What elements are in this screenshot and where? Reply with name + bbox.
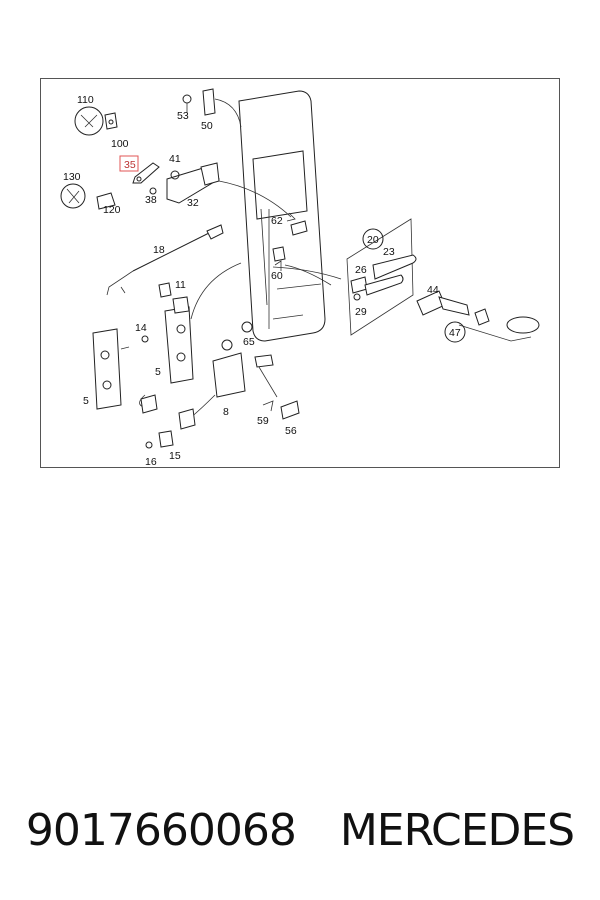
part-59-56-group [258, 366, 300, 420]
label-32: 32 [187, 197, 199, 209]
part-35-highlight [119, 155, 160, 184]
label-8: 8 [223, 406, 229, 418]
label-130: 130 [63, 171, 81, 183]
label-60: 60 [271, 270, 283, 282]
brand-text: MERCEDES [339, 804, 575, 856]
part-110-group [74, 106, 118, 136]
lock-cylinder-44-47 [416, 290, 540, 342]
label-47: 47 [449, 327, 461, 339]
label-41: 41 [169, 153, 181, 165]
label-18: 18 [153, 244, 165, 256]
label-16: 16 [145, 456, 157, 468]
actuator-8 [139, 339, 246, 430]
label-110: 110 [77, 94, 94, 106]
outer-handle-group-20 [272, 218, 417, 336]
label-14: 14 [135, 322, 147, 334]
label-44: 44 [427, 284, 439, 296]
door-panel [238, 90, 326, 368]
part-130-group [60, 183, 116, 210]
label-35: 35 [124, 159, 136, 171]
inner-handle-32 [149, 162, 296, 222]
label-15: 15 [169, 450, 181, 462]
label-62: 62 [271, 215, 283, 227]
label-59: 59 [257, 415, 269, 427]
label-11: 11 [175, 279, 186, 291]
parts-diagram-frame: 110 100 35 41 38 32 130 120 53 50 62 60 … [40, 78, 560, 468]
label-56: 56 [285, 425, 297, 437]
label-47-circle [444, 321, 466, 343]
part-16-15-group [145, 430, 174, 449]
lock-assembly-5-lower [92, 328, 130, 410]
label-65: 65 [243, 336, 255, 348]
label-23: 23 [383, 246, 395, 258]
label-20: 20 [367, 234, 379, 246]
part-62-60-group [260, 208, 332, 306]
label-120: 120 [103, 204, 121, 216]
callout-labels: 110 100 35 41 38 32 130 120 53 50 62 60 … [63, 94, 466, 468]
lock-assembly-5-upper [141, 262, 242, 384]
part-53-50-group [182, 88, 242, 128]
door-lock-exploded-diagram: 110 100 35 41 38 32 130 120 53 50 62 60 … [60, 88, 540, 468]
cable-18 [106, 224, 224, 296]
part-caption: 9017660068 MERCEDES [0, 795, 600, 865]
label-5-upper: 5 [155, 366, 161, 378]
label-20-circle [362, 228, 384, 250]
label-100: 100 [111, 138, 129, 150]
label-29: 29 [355, 306, 367, 318]
label-38: 38 [145, 194, 157, 206]
label-5-lower: 5 [83, 395, 89, 407]
part-65 [241, 321, 253, 333]
label-26: 26 [355, 264, 367, 276]
label-50: 50 [201, 120, 213, 132]
part-number-text: 9017660068 [25, 804, 297, 856]
label-53: 53 [177, 110, 189, 122]
